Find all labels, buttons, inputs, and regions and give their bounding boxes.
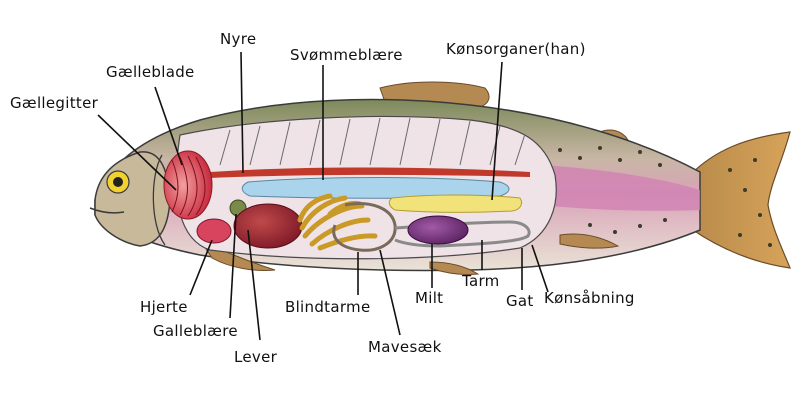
organs <box>163 150 531 252</box>
label-galleblaere: Galleblære <box>153 322 238 340</box>
label-gat: Gat <box>506 292 534 310</box>
leader-hjerte <box>189 239 213 296</box>
label-blindtarme: Blindtarme <box>285 298 370 316</box>
label-gaellegitter: Gællegitter <box>10 94 99 112</box>
label-tarm: Tarm <box>461 272 500 290</box>
label-gaelleblade: Gælleblade <box>106 63 195 81</box>
labels: Gællegitter Gælleblade Nyre Svømmeblære … <box>10 30 635 366</box>
mouth <box>89 207 125 214</box>
label-konsabning: Kønsåbning <box>544 289 635 307</box>
label-milt: Milt <box>415 289 443 307</box>
label-svommeblaere: Svømmeblære <box>290 46 403 64</box>
label-lever: Lever <box>234 348 278 366</box>
label-nyre: Nyre <box>220 30 256 48</box>
operculum <box>152 154 166 246</box>
leader-galleblaere <box>229 213 237 319</box>
leader-lever <box>247 229 261 341</box>
leader-konsorganer <box>491 61 503 201</box>
label-mavesaek: Mavesæk <box>368 338 442 356</box>
ribs <box>219 117 526 166</box>
label-hjerte: Hjerte <box>140 298 188 316</box>
spleen <box>407 215 469 245</box>
lateral-stripe <box>540 165 700 211</box>
leader-mavesaek <box>379 249 401 336</box>
leader-konsabning <box>531 244 549 293</box>
label-konsorganer: Kønsorganer(han) <box>446 40 586 58</box>
liver <box>233 203 303 249</box>
leader-nyre <box>240 51 244 174</box>
testis <box>388 194 523 213</box>
pelvic-fin <box>429 261 480 275</box>
leader-lines <box>97 51 549 341</box>
stomach <box>332 202 397 252</box>
heart <box>196 218 232 244</box>
leader-gaelleblade <box>154 86 183 166</box>
leader-gaellegitter <box>97 114 177 191</box>
tail-fin <box>689 131 791 269</box>
pupil <box>113 177 123 187</box>
anal-fin <box>559 233 620 249</box>
body-spots <box>558 146 772 247</box>
fish-head <box>89 151 171 247</box>
gill-rakers <box>171 155 206 217</box>
kidney <box>210 167 530 178</box>
